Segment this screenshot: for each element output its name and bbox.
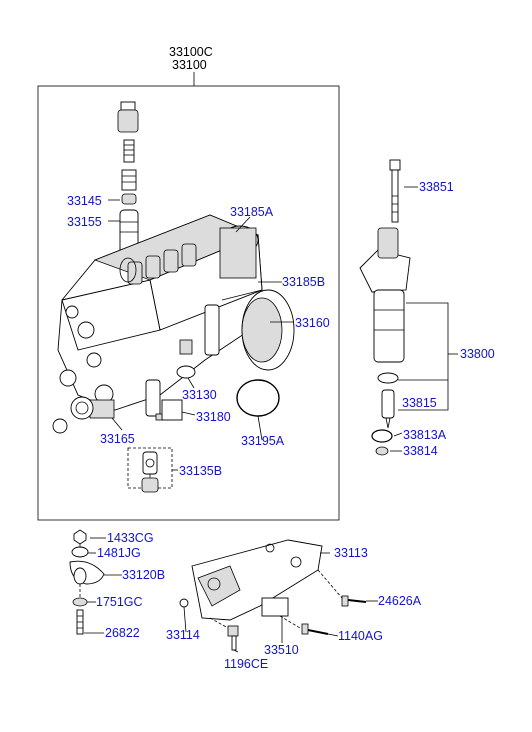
mounting-bracket-drawing bbox=[179, 539, 367, 651]
pump-leader-lines bbox=[108, 199, 294, 471]
part-label-33195A[interactable]: 33195A bbox=[241, 434, 285, 448]
part-label-33815[interactable]: 33815 bbox=[402, 396, 437, 410]
part-label-33130[interactable]: 33130 bbox=[182, 388, 217, 402]
part-label-33185B[interactable]: 33185B bbox=[282, 275, 326, 289]
injector-drawing bbox=[359, 159, 411, 456]
part-label-33114[interactable]: 33114 bbox=[166, 628, 200, 642]
part-label-1196CE[interactable]: 1196CE bbox=[224, 657, 269, 671]
part-label-24626A[interactable]: 24626A bbox=[378, 594, 422, 608]
part-label-33185A[interactable]: 33185A bbox=[230, 205, 274, 219]
fittings-leader-lines bbox=[84, 537, 122, 634]
fuel-line-fittings-drawing bbox=[69, 529, 105, 635]
part-label-33145[interactable]: 33145 bbox=[67, 194, 102, 208]
bracket-leader-lines bbox=[183, 552, 378, 653]
part-label-26822[interactable]: 26822 bbox=[105, 626, 140, 640]
part-label-33160[interactable]: 33160 bbox=[295, 316, 330, 330]
part-label-33135B[interactable]: 33135B bbox=[179, 464, 223, 478]
part-label-33165[interactable]: 33165 bbox=[100, 432, 135, 446]
assembly-label-secondary: 33100 bbox=[172, 58, 207, 72]
part-label-33814[interactable]: 33814 bbox=[403, 444, 438, 458]
part-label-33180[interactable]: 33180 bbox=[196, 410, 231, 424]
assembly-label-primary: 33100C bbox=[169, 45, 213, 59]
part-label-33120B[interactable]: 33120B bbox=[122, 568, 166, 582]
part-label-33813A[interactable]: 33813A bbox=[403, 428, 447, 442]
part-label-1751GC[interactable]: 1751GC bbox=[96, 595, 143, 609]
part-label-33800[interactable]: 33800 bbox=[460, 347, 495, 361]
part-label-33510[interactable]: 33510 bbox=[264, 643, 299, 657]
injection-pump-drawing bbox=[52, 101, 295, 493]
injector-leader-lines bbox=[390, 186, 458, 452]
part-label-1481JG[interactable]: 1481JG bbox=[97, 546, 141, 560]
pump-assembly-frame bbox=[37, 85, 340, 521]
part-label-33113[interactable]: 33113 bbox=[334, 546, 368, 560]
part-label-33851[interactable]: 33851 bbox=[419, 180, 454, 194]
part-label-1140AG[interactable]: 1140AG bbox=[338, 629, 383, 643]
part-label-1433CG[interactable]: 1433CG bbox=[107, 531, 154, 545]
part-label-33155[interactable]: 33155 bbox=[67, 215, 102, 229]
